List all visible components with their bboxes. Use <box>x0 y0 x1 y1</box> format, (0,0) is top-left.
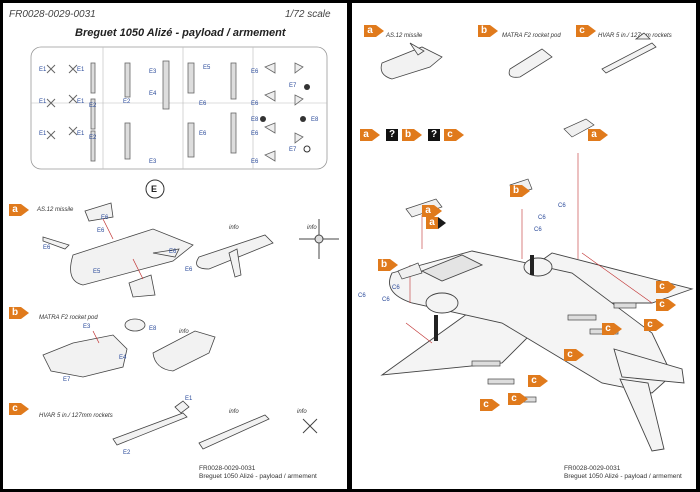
sprue-frame-drawing <box>30 46 328 199</box>
sprue-part-label: E6 <box>251 131 259 137</box>
sprue-part-label: E4 <box>149 91 157 97</box>
legend-tag-a: a <box>360 129 380 141</box>
sprue-part-label: E1 <box>39 99 47 105</box>
top-label-b: MATRA F2 rocket pod <box>502 33 561 39</box>
sprue-part-label: E6 <box>199 131 207 137</box>
step-a-tag: a <box>9 204 29 216</box>
sprue-letter: E <box>151 184 158 194</box>
sprue-part-label: E7 <box>289 83 297 89</box>
part-label: E6 <box>101 215 109 221</box>
as12-missile-drawing <box>42 202 339 298</box>
part-label: E7 <box>63 377 71 383</box>
part-label: E6 <box>97 228 105 234</box>
sprue-part-label: E2 <box>89 135 97 141</box>
sprue-part-label: E8 <box>251 117 259 123</box>
left-instruction-sheet: FR0028-0029-0031 1/72 scale Breguet 1050… <box>3 3 347 489</box>
payload-thumbnails-drawing <box>380 32 657 80</box>
sheet-code: FR0028-0029-0031 <box>9 9 96 20</box>
part-label: C6 <box>534 227 542 233</box>
sheet-title: Breguet 1050 Alizé - payload / armement <box>75 27 286 39</box>
top-tag-c: c <box>576 25 596 37</box>
matra-f2-pod-drawing <box>42 318 216 378</box>
info-label: info <box>229 225 239 231</box>
sprue-part-label: E8 <box>311 117 319 123</box>
callout-tag: a <box>422 205 442 217</box>
top-tag-b: b <box>478 25 498 37</box>
callout-tag: c <box>656 281 676 293</box>
callout-tag: c <box>644 319 664 331</box>
info-label: info <box>179 329 189 335</box>
legend-question: ? <box>386 129 398 141</box>
top-label-c: HVAR 5 in./ 127mm rockets <box>598 33 672 39</box>
sprue-part-label: E5 <box>203 65 211 71</box>
part-label: E6 <box>185 267 193 273</box>
part-label: E8 <box>149 326 157 332</box>
sprue-part-label: E1 <box>77 99 85 105</box>
part-label: C6 <box>392 285 400 291</box>
right-instruction-sheet: a AS.12 missile b MATRA F2 rocket pod c … <box>352 3 696 489</box>
part-label: E2 <box>123 450 131 456</box>
part-label: E6 <box>43 245 51 251</box>
sprue-part-label: E6 <box>251 159 259 165</box>
top-label-a: AS.12 missile <box>386 33 423 39</box>
sprue-part-label: E6 <box>251 101 259 107</box>
callout-tag: c <box>602 323 622 335</box>
callout-tag: a <box>426 217 446 229</box>
sprue-part-label: E6 <box>251 69 259 75</box>
part-label: C6 <box>358 293 366 299</box>
sprue-part-label: E3 <box>149 159 157 165</box>
step-b-label: MATRA F2 rocket pod <box>39 315 98 321</box>
part-label: C6 <box>538 215 546 221</box>
info-label: info <box>307 225 317 231</box>
footer-code: FR0028-0029-0031 <box>564 465 621 472</box>
callout-tag: b <box>378 259 398 271</box>
legend-question: ? <box>428 129 440 141</box>
sprue-part-label: E6 <box>199 101 207 107</box>
part-label: E6 <box>169 249 177 255</box>
info-label: info <box>229 409 239 415</box>
sprue-part-label: E1 <box>77 131 85 137</box>
footer-title: Breguet 1050 Alizé - payload / armement <box>564 473 682 480</box>
part-label: E4 <box>119 355 127 361</box>
step-b-tag: b <box>9 307 29 319</box>
sprue-part-label: E2 <box>89 103 97 109</box>
top-tag-a: a <box>364 25 384 37</box>
callout-tag: a <box>588 129 608 141</box>
sprue-part-label: E1 <box>77 67 85 73</box>
sprue-part-label: E1 <box>39 67 47 73</box>
callout-tag: c <box>656 299 676 311</box>
sprue-part-label: E3 <box>149 69 157 75</box>
part-label: C6 <box>558 203 566 209</box>
legend-tag-c: c <box>444 129 464 141</box>
part-label: E1 <box>185 396 193 402</box>
part-label: E3 <box>83 324 91 330</box>
callout-tag: c <box>480 399 500 411</box>
scale-label: 1/72 scale <box>285 9 331 20</box>
callout-tag: c <box>528 375 548 387</box>
info-label: info <box>297 409 307 415</box>
callout-tag: c <box>508 393 528 405</box>
step-c-label: HVAR 5 in./ 127mm rockets <box>39 413 113 419</box>
sprue-part-label: E2 <box>123 99 131 105</box>
footer-title: Breguet 1050 Alizé - payload / armement <box>199 473 317 480</box>
step-c-tag: c <box>9 403 29 415</box>
callout-tag: b <box>510 185 530 197</box>
footer-code: FR0028-0029-0031 <box>199 465 256 472</box>
callout-tag: c <box>564 349 584 361</box>
part-label: C6 <box>382 297 390 303</box>
step-a-label: AS.12 missile <box>37 207 74 213</box>
sprue-part-label: E1 <box>39 131 47 137</box>
hvar-rocket-drawing <box>112 400 318 450</box>
part-label: E5 <box>93 269 101 275</box>
breguet-alize-aircraft-drawing <box>380 118 694 452</box>
legend-tag-b: b <box>402 129 422 141</box>
sprue-part-label: E7 <box>289 147 297 153</box>
